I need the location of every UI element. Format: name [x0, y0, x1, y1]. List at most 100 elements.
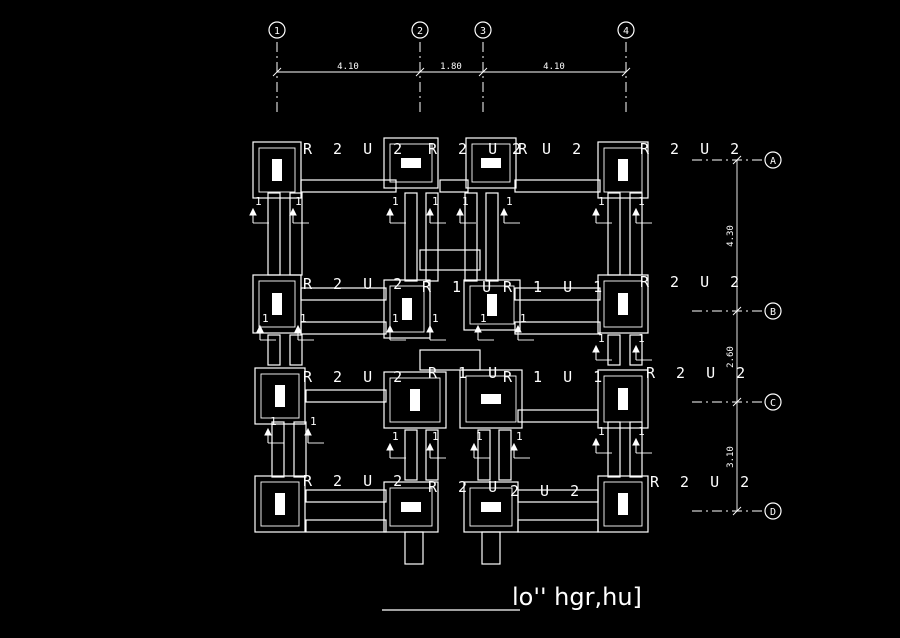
svg-text:1: 1	[638, 332, 645, 345]
beam-mark: 1	[632, 332, 652, 361]
footing-label-C4: R 2 U 2	[646, 364, 751, 382]
column-D1	[275, 493, 285, 515]
svg-text:1: 1	[392, 312, 399, 325]
footing-label-B1: R 2 U 2	[303, 275, 408, 293]
beam-mark: 1	[592, 425, 612, 454]
svg-text:1: 1	[598, 195, 605, 208]
svg-text:1: 1	[432, 430, 439, 443]
svg-text:1: 1	[638, 425, 645, 438]
footing-D4	[597, 475, 649, 533]
beam-mark: 1	[386, 430, 406, 459]
svg-text:1: 1	[274, 26, 280, 37]
footing-C2	[383, 371, 447, 429]
grid-bubble-1: 1	[268, 21, 286, 39]
beam-mark: 1	[426, 312, 446, 341]
footing-label-C2: R 1 U	[428, 364, 503, 382]
beam-mark: 1	[304, 415, 324, 444]
beam-mark: 1	[386, 312, 406, 341]
dimension-3.10: 3.10	[726, 446, 736, 468]
beam-mark: 1	[514, 312, 534, 341]
column-D3	[481, 502, 501, 512]
footing-A3	[465, 137, 517, 189]
footing-A4	[597, 141, 649, 199]
footing-label-D3: 2 U 2	[510, 482, 585, 500]
svg-text:1: 1	[476, 430, 483, 443]
svg-text:1: 1	[262, 312, 269, 325]
svg-text:1: 1	[516, 430, 523, 443]
svg-text:A: A	[770, 156, 776, 167]
horizontal-dimension: 4.10 1.80 4.10	[272, 42, 631, 112]
footing-A1	[252, 141, 302, 199]
column-D4	[618, 493, 628, 515]
svg-text:1: 1	[392, 195, 399, 208]
svg-text:1: 1	[392, 430, 399, 443]
beam-mark: 1	[264, 415, 284, 444]
footing-D1	[254, 475, 306, 533]
svg-text:1: 1	[300, 312, 307, 325]
beam-mark: 1	[426, 195, 446, 224]
footing-B1	[252, 274, 302, 334]
svg-text:1: 1	[295, 195, 302, 208]
svg-text:D: D	[770, 507, 776, 518]
footing-C3	[459, 369, 523, 429]
footing-label-D2: R 2 U	[428, 478, 503, 496]
beam-mark: 1	[474, 312, 494, 341]
svg-text:B: B	[770, 307, 776, 318]
footing-label-A2: R 2 U R	[428, 140, 533, 158]
column-B1	[272, 293, 282, 315]
dimension-4.10-right: 4.10	[543, 62, 565, 72]
column-A2	[401, 158, 421, 168]
grid-bubble-3: 3	[474, 21, 492, 39]
svg-text:3: 3	[480, 26, 486, 37]
grid-bubble-2: 2	[411, 21, 429, 39]
column-grid-bubbles: 1 2 3 4	[268, 21, 635, 39]
column-B2	[402, 298, 412, 320]
footing-label-A3: 2 U 2	[512, 140, 587, 158]
column-A1	[272, 159, 282, 181]
footing-label-B4: R 2 U 2	[640, 273, 745, 291]
footings	[252, 137, 649, 533]
footing-label-C1: R 2 U 2	[303, 368, 408, 386]
svg-text:1: 1	[598, 425, 605, 438]
svg-text:1: 1	[462, 195, 469, 208]
beam-mark: 1	[592, 195, 612, 224]
svg-text:2: 2	[417, 26, 423, 37]
footing-label-A1: R 2 U 2	[303, 140, 408, 158]
footing-D3	[463, 481, 519, 533]
footing-labels: R 2 U 2 R 2 U R 2 U 2 R 2 U 2 R 2 U 2 R …	[303, 140, 751, 500]
column-B4	[618, 293, 628, 315]
column-C4	[618, 388, 628, 410]
svg-text:1: 1	[255, 195, 262, 208]
vertical-dimension: 4.30 2.60 3.10	[726, 155, 742, 516]
footing-label-C3: R 1 U 1	[503, 368, 608, 386]
beam-mark: 1	[289, 195, 309, 224]
grid-bubble-B: B	[764, 302, 782, 320]
svg-text:1: 1	[480, 312, 487, 325]
grid-bubble-C: C	[764, 393, 782, 411]
footing-label-B2: R 1 U	[422, 278, 497, 296]
beam-mark: 1	[500, 195, 520, 224]
beam-section-marks: 1 1 1 1 1 1 1 1 1 1 1 1 1 1 1 1 1 1 1 1 1 1 1 1	[249, 195, 652, 459]
beam-mark: 1	[632, 195, 652, 224]
svg-text:1: 1	[432, 312, 439, 325]
beam-mark: 1	[294, 312, 314, 341]
svg-text:1: 1	[310, 415, 317, 428]
beam-mark: 1	[592, 332, 612, 361]
footing-D2	[383, 481, 439, 533]
footing-label-B3: R 1 U 1	[503, 278, 608, 296]
column-D2	[401, 502, 421, 512]
beam-mark: 1	[510, 430, 530, 459]
footing-B3	[463, 279, 521, 331]
svg-text:C: C	[770, 398, 776, 409]
svg-text:4: 4	[623, 26, 629, 37]
row-grid-bubbles: A B C D	[692, 151, 782, 520]
beam-mark: 1	[249, 195, 269, 224]
svg-text:1: 1	[598, 332, 605, 345]
beam-mark: 1	[456, 195, 476, 224]
footing-label-D1: R 2 U 2	[303, 472, 408, 490]
footing-C1	[254, 367, 306, 425]
grid-bubble-D: D	[764, 502, 782, 520]
column-C3	[481, 394, 501, 404]
beam-mark: 1	[426, 430, 446, 459]
